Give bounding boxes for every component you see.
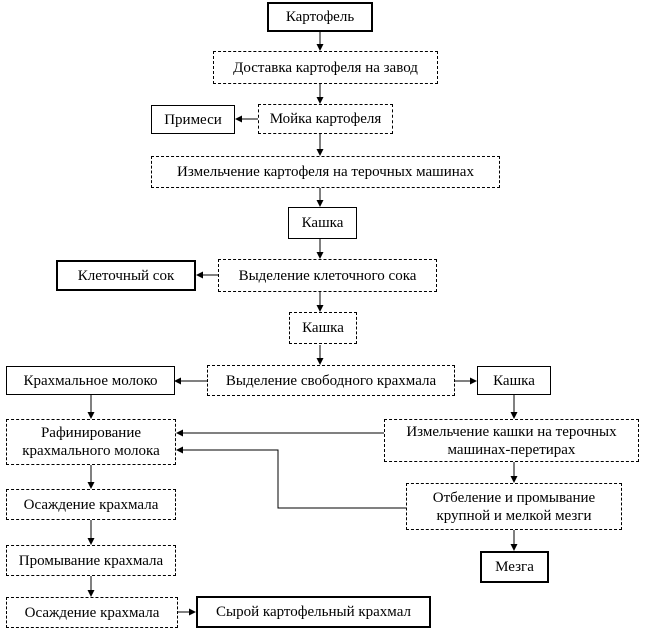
node-starch-milk: Крахмальное молоко (6, 366, 175, 395)
node-pulp-3: Кашка (477, 366, 551, 395)
node-free-starch-separation: Выделение свободного крахмала (207, 365, 455, 396)
node-washing: Мойка картофеля (258, 104, 393, 134)
node-cell-juice: Клеточный сок (56, 260, 196, 291)
node-settling-2: Осаждение крахмала (6, 597, 178, 628)
node-pulp-2: Кашка (289, 312, 357, 344)
node-cell-juice-separation: Выделение клеточного сока (218, 259, 437, 292)
node-impurities: Примеси (151, 105, 235, 134)
node-settling-1: Осаждение крахмала (6, 489, 176, 520)
node-raw-starch: Сырой картофельный крахмал (196, 596, 431, 628)
node-pulp-1: Кашка (288, 207, 357, 239)
node-pulp-waste: Мезга (480, 551, 549, 583)
arrow-bleaching-refining (176, 446, 406, 509)
node-starch-washing: Промывание крахмала (6, 545, 176, 576)
node-grinding: Измельчение картофеля на терочных машина… (151, 156, 500, 188)
node-potato: Картофель (267, 2, 373, 32)
node-delivery: Доставка картофеля на завод (213, 51, 438, 84)
